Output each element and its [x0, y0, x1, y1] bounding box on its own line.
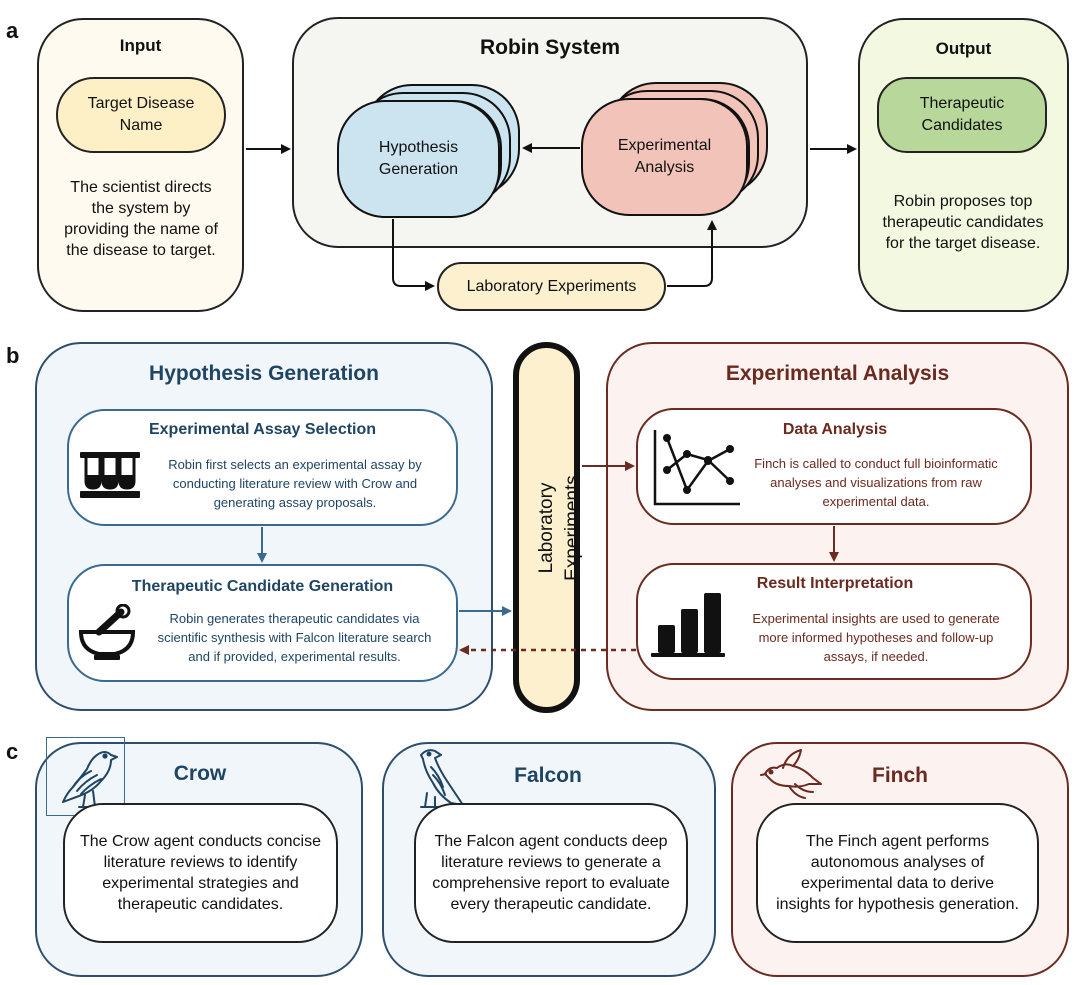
- crow-description: The Crow agent conducts concise literatu…: [79, 833, 321, 913]
- input-title: Input: [119, 36, 162, 55]
- arrow-hypothesis-to-lab: [392, 219, 435, 291]
- panel-c-letter: c: [6, 739, 19, 764]
- therapeutic-candidates-pill: Therapeutic Candidates: [877, 77, 1047, 153]
- panel-a-letter: a: [6, 18, 19, 43]
- panel-a-arrows: [246, 143, 857, 291]
- crow-icon: [62, 751, 118, 808]
- finch-icon: [760, 749, 822, 799]
- experimental-analysis-label: Experimental Analysis: [617, 137, 712, 176]
- panel-b-arrows: [257, 461, 839, 655]
- falcon-icon: [420, 749, 464, 808]
- data-analysis-description: Finch is called to conduct full bioinfor…: [754, 456, 998, 509]
- target-disease-pill: Target Disease Name: [56, 77, 226, 153]
- test-tubes-icon: [80, 452, 140, 498]
- falcon-description: The Falcon agent conducts deep literatur…: [432, 833, 670, 913]
- arrow-lab-to-analysis: [667, 220, 717, 287]
- hypothesis-generation-title: Hypothesis Generation: [149, 362, 379, 385]
- finch-description: The Finch agent performs autonomous anal…: [776, 833, 1019, 913]
- data-analysis-card: [636, 408, 1032, 525]
- data-analysis-title: Data Analysis: [782, 421, 888, 438]
- hypothesis-generation-label: Hypothesis Generation: [378, 139, 459, 178]
- finch-title: Finch: [872, 764, 928, 787]
- experimental-analysis-title: Experimental Analysis: [725, 362, 950, 385]
- laboratory-experiments-pill: Laboratory Experiments: [437, 262, 666, 311]
- output-title: Output: [935, 39, 992, 58]
- input-description: The scientist directs the system by prov…: [64, 179, 218, 259]
- crow-title: Crow: [173, 762, 227, 785]
- bar-chart-icon: [651, 593, 725, 657]
- assay-selection-card: [67, 409, 458, 526]
- candidate-generation-title: Therapeutic Candidate Generation: [131, 578, 394, 595]
- line-chart-icon: [653, 430, 740, 506]
- candidate-generation-description: Robin generates therapeutic candidates v…: [157, 611, 432, 664]
- input-box: [37, 18, 244, 312]
- candidate-generation-card: [67, 564, 458, 682]
- result-interpretation-title: Result Interpretation: [756, 575, 914, 592]
- falcon-title: Falcon: [514, 764, 582, 787]
- assay-selection-description: Robin first selects an experimental assa…: [168, 457, 422, 510]
- experimental-analysis-card: Experimental Analysis: [581, 98, 748, 216]
- crow-description-card: The Crow agent conducts concise literatu…: [63, 803, 338, 943]
- finch-description-card: The Finch agent performs autonomous anal…: [756, 803, 1039, 943]
- hypothesis-generation-card: Hypothesis Generation: [337, 100, 500, 218]
- result-interpretation-card: [636, 563, 1032, 680]
- assay-selection-title: Experimental Assay Selection: [148, 421, 377, 438]
- falcon-description-card: The Falcon agent conducts deep literatur…: [414, 803, 688, 943]
- mortar-pestle-icon: [78, 604, 136, 660]
- panel-b-letter: b: [6, 343, 20, 368]
- output-box: [858, 18, 1069, 312]
- robin-system-title: Robin System: [479, 36, 621, 59]
- result-interpretation-description: Experimental insights are used to genera…: [752, 611, 1000, 664]
- output-description: Robin proposes top therapeutic candidate…: [882, 193, 1044, 252]
